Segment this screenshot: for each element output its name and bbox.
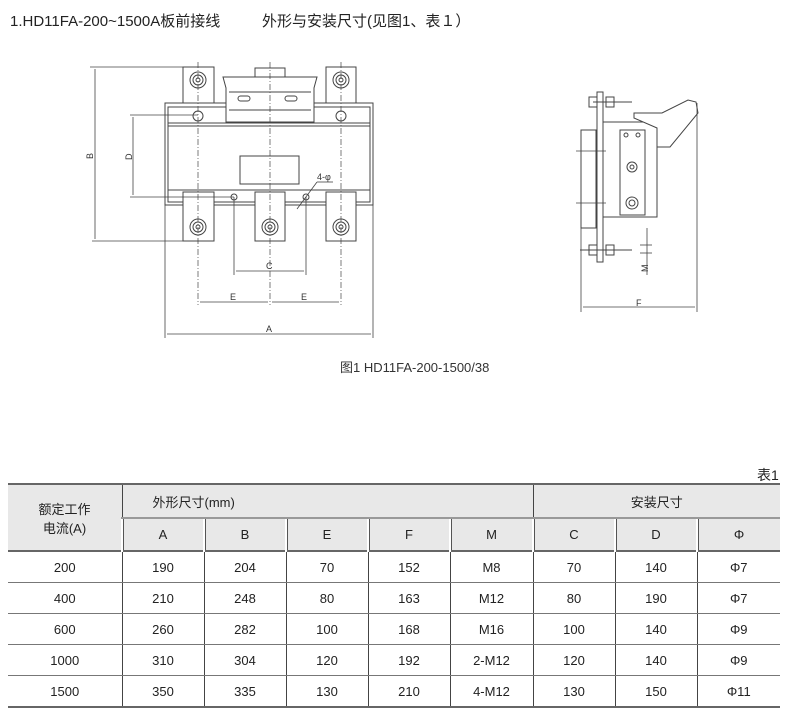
table-cell: 335	[203, 675, 286, 708]
table-cell: 190	[614, 582, 697, 614]
table-number: 表1	[757, 467, 779, 483]
table-cell: 310	[121, 644, 204, 676]
table-cell: 260	[121, 613, 204, 645]
table-cell: 1500	[8, 675, 122, 708]
column-header-7: Φ	[696, 518, 780, 551]
table-cell: 140	[614, 644, 697, 676]
table-cell: 190	[121, 551, 204, 583]
table-cell: 248	[203, 582, 286, 614]
table-cell: 100	[532, 613, 615, 645]
table-cell: 130	[532, 675, 615, 708]
table-cell: 70	[285, 551, 368, 583]
table-cell: 120	[285, 644, 368, 676]
section-title: 1.HD11FA-200~1500A板前接线	[10, 13, 221, 30]
dim-label-a: A	[266, 324, 272, 334]
table-cell: 210	[367, 675, 450, 708]
table-cell: Φ9	[696, 644, 780, 676]
dim-label-e-right: E	[301, 292, 307, 302]
table-cell: 140	[614, 613, 697, 645]
column-header-6: D	[614, 518, 697, 551]
column-header-0: A	[121, 518, 204, 551]
side-view: F M	[576, 91, 699, 312]
table-cell: 350	[121, 675, 204, 708]
column-header-1: B	[203, 518, 286, 551]
table-cell: 200	[8, 551, 122, 583]
column-header-4: M	[449, 518, 533, 551]
table-cell: Φ9	[696, 613, 780, 645]
table-cell: 304	[203, 644, 286, 676]
table-cell: 192	[367, 644, 450, 676]
table-cell: 2-M12	[449, 644, 533, 676]
table-cell: M12	[449, 582, 533, 614]
mounting-dimensions-header: 安装尺寸	[532, 484, 780, 519]
column-header-5: C	[532, 518, 615, 551]
table-cell: 152	[367, 551, 450, 583]
table-cell: 4-M12	[449, 675, 533, 708]
table-cell: 140	[614, 551, 697, 583]
dim-label-b: B	[85, 153, 95, 159]
dim-label-c: C	[266, 261, 273, 271]
table-cell: 120	[532, 644, 615, 676]
table-cell: 70	[532, 551, 615, 583]
dim-label-d: D	[124, 153, 134, 160]
dim-label-e-left: E	[230, 292, 236, 302]
figure-caption: 图1 HD11FA-200-1500/38	[340, 360, 490, 375]
rated-current-header: 额定工作电流(A)	[8, 484, 122, 552]
table-cell: 80	[532, 582, 615, 614]
table-cell: 100	[285, 613, 368, 645]
dimension-drawing: B D C E E A 4-φ	[85, 62, 699, 338]
table-cell: 80	[285, 582, 368, 614]
table-cell: Φ7	[696, 582, 780, 614]
table-cell: M8	[449, 551, 533, 583]
table-cell: Φ7	[696, 551, 780, 583]
table-cell: 204	[203, 551, 286, 583]
table-cell: 1000	[8, 644, 122, 676]
table-cell: 130	[285, 675, 368, 708]
front-view: B D C E E A 4-φ	[85, 62, 374, 338]
dim-label-f: F	[636, 298, 642, 308]
table-cell: 400	[8, 582, 122, 614]
table-cell: 600	[8, 613, 122, 645]
dim-label-m: M	[640, 265, 650, 273]
column-header-3: F	[367, 518, 450, 551]
section-subtitle: 外形与安装尺寸(见图1、表１）	[262, 13, 471, 30]
outline-dimensions-header: 外形尺寸(mm)	[121, 484, 533, 519]
table-cell: 168	[367, 613, 450, 645]
table-cell: 210	[121, 582, 204, 614]
column-header-2: E	[285, 518, 368, 551]
table-cell: 163	[367, 582, 450, 614]
hole-label: 4-φ	[317, 172, 331, 182]
table-cell: 150	[614, 675, 697, 708]
table-cell: M16	[449, 613, 533, 645]
table-cell: 282	[203, 613, 286, 645]
table-cell: Φ11	[696, 675, 780, 708]
